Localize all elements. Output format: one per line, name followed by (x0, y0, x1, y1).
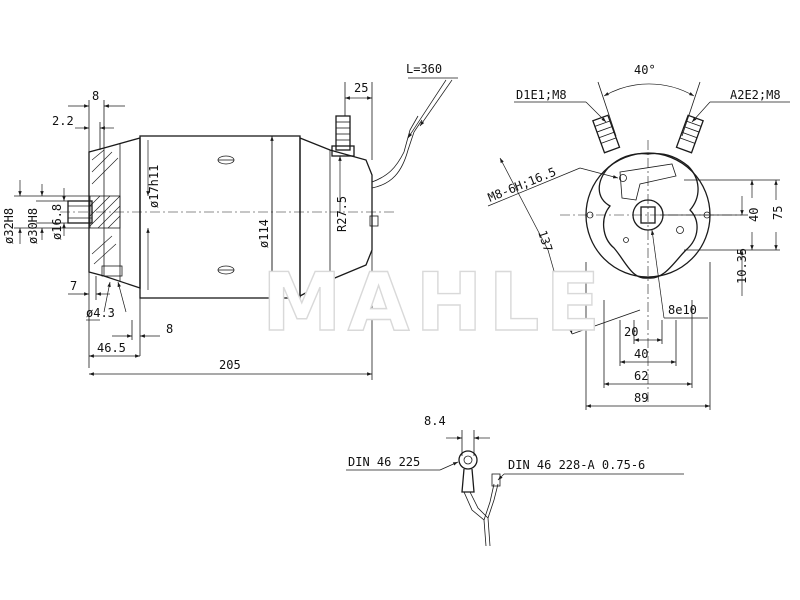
front-view: 40° D1E1;M8 A2E2;M8 M8-6H;16.5 137 40 75… (486, 63, 790, 410)
ring-terminal-neck (461, 468, 475, 493)
wire-left-1 (463, 491, 487, 547)
dim-8-top: 8 (92, 89, 99, 103)
cable-clamp (369, 215, 379, 227)
side-view: 8 2.2 25 L=360 ø17h11 ø114 R27.5 (2, 62, 458, 380)
cable-wire-1 (371, 115, 419, 183)
front-hole-5 (623, 237, 629, 243)
dim-2-2: 2.2 (52, 114, 74, 128)
dim-40-v: 40 (747, 208, 761, 222)
dim-40-h: 40 (634, 347, 648, 361)
wire-right-1 (487, 483, 499, 519)
cable-wire-2 (371, 119, 423, 189)
label-m8-6h: M8-6H;16.5 (486, 165, 558, 205)
terminal-stud (331, 115, 355, 157)
dim-25: 25 (354, 81, 368, 95)
wire-right-2 (483, 483, 495, 521)
label-din-46225: DIN 46 225 (348, 455, 420, 469)
dim-d4-3: ø4.3 (86, 306, 115, 320)
wire-ferrule (491, 473, 501, 487)
dim-8-4: 8.4 (424, 414, 446, 428)
body-screw-bottom (217, 265, 235, 275)
dim-20: 20 (624, 325, 638, 339)
connector-detail: 8.4 DIN 46 225 DIN 46 228-A 0.75-6 (346, 414, 684, 547)
mahle-watermark: MAHLE (262, 256, 606, 349)
dim-d16-8: ø16.8 (50, 204, 64, 240)
dim-8e10: 8e10 (668, 303, 697, 317)
angle-arc (603, 83, 695, 97)
front-hole-1 (619, 174, 627, 182)
dim-d32h8: ø32H8 (2, 208, 16, 244)
terminal-a2e2 (675, 114, 704, 154)
label-d1e1: D1E1;M8 (516, 88, 567, 102)
dim-d17h11: ø17h11 (147, 165, 161, 208)
body-screw-top (217, 155, 235, 165)
wire-left-2 (469, 491, 491, 547)
dim-8-bottom: 8 (166, 322, 173, 336)
dim-7: 7 (70, 279, 77, 293)
dim-205: 205 (219, 358, 241, 372)
front-brush-window (619, 163, 677, 201)
dim-137: 137 (535, 229, 555, 254)
dim-40deg: 40° (634, 63, 656, 77)
bearing-hatch (89, 149, 121, 265)
mounting-bolt (101, 265, 123, 277)
dim-89: 89 (634, 391, 648, 405)
front-hole-3 (586, 211, 594, 219)
front-hole-2 (676, 226, 684, 234)
dim-d114: ø114 (257, 219, 271, 248)
dim-l360: L=360 (406, 62, 442, 76)
ring-terminal (458, 450, 478, 470)
terminal-d1e1 (592, 114, 621, 154)
dim-75: 75 (771, 206, 785, 220)
dim-62: 62 (634, 369, 648, 383)
dim-46-5: 46.5 (97, 341, 126, 355)
motor-shaft (67, 200, 93, 224)
dim-r27-5: R27.5 (335, 196, 349, 232)
label-a2e2: A2E2;M8 (730, 88, 781, 102)
front-shaft-key (640, 206, 656, 224)
ring-terminal-hole (463, 455, 473, 465)
dim-d30h8: ø30H8 (26, 208, 40, 244)
front-flange (88, 137, 141, 289)
label-din-46228: DIN 46 228-A 0.75-6 (508, 458, 645, 472)
front-housing-contour (598, 152, 699, 279)
dim-10-35: 10.35 (735, 248, 749, 284)
